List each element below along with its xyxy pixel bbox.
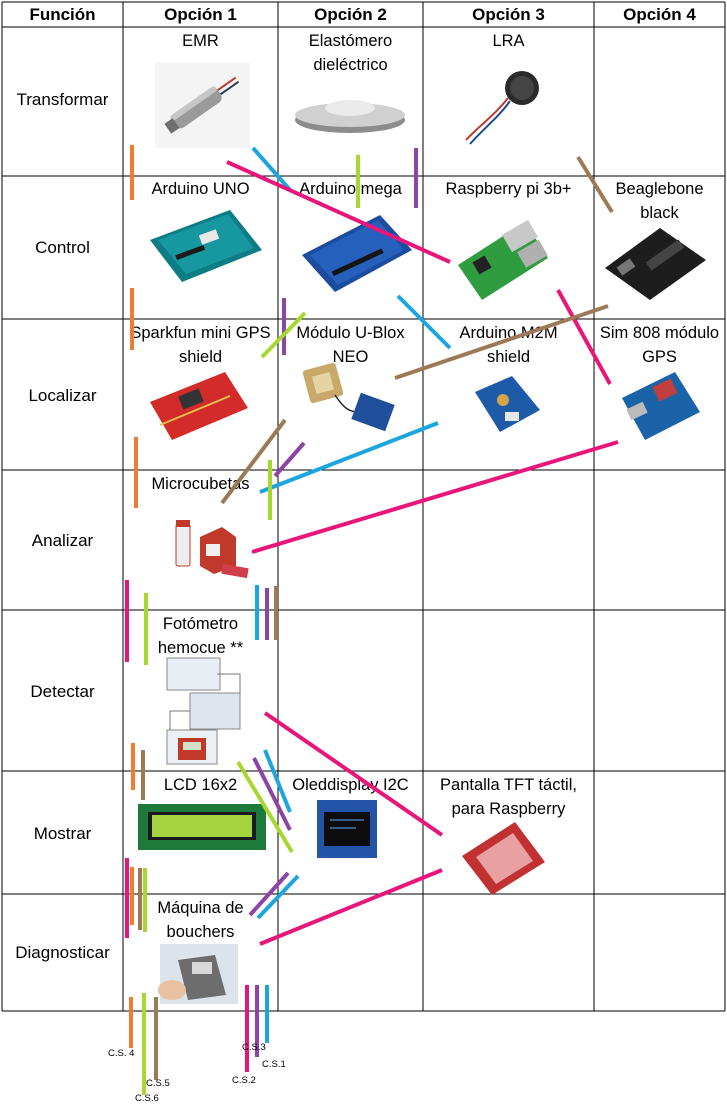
option-sparkfun-gps: Sparkfun mini GPS shield [130,324,271,366]
legend-cs3: C.S.3 [242,1042,266,1053]
elastomer-picture [295,100,405,133]
m2m-shield-picture [475,376,540,432]
cs1-line-segment [263,749,292,813]
option-arduino-uno: Arduino UNO [151,180,250,198]
sparkfun-gps-picture [150,372,248,440]
header-opcion-2: Opción 2 [314,5,387,24]
cs2-line-segment [556,289,612,385]
emr-motor-picture [155,63,250,148]
option-lcd: LCD 16x2 [163,776,238,794]
legend-cs1: C.S.1 [262,1059,286,1070]
legend-cs2: C.S.2 [232,1075,256,1086]
bouchers-machine-picture [158,944,238,1004]
cs3-line-segment [273,441,306,478]
option-sim808: Sim 808 módulo GPS [599,324,720,366]
cs2-line-segment [226,160,451,264]
lcd-16x2-picture [138,804,266,850]
raspberry-pi-picture [458,219,548,300]
option-fotometro: Fotómetro hemocue ** [157,615,244,657]
cs2-line-segment [263,711,444,837]
option-microcubetas: Microcubetas [151,475,250,493]
option-m2m-shield: Arduino M2M shield [459,324,558,366]
option-tft: Pantalla TFT táctil, para Raspberry [440,776,577,818]
cs3-line-segment [248,871,290,917]
header-opcion-4: Opción 4 [623,5,696,24]
header-opcion-3: Opción 3 [472,5,545,24]
cs1-line-segment [396,294,452,350]
cs5-line-segment [394,304,609,380]
option-raspberry-pi: Raspberry pi 3b+ [445,180,572,198]
cs1-line-segment [256,874,300,920]
legend-cs4: C.S. 4 [108,1048,135,1059]
option-emr: EMR [182,32,219,50]
arduino-uno-picture [150,210,262,282]
header-opcion-1: Opción 1 [164,5,237,24]
cs5-line-segment [576,155,614,214]
hemocue-photometer-picture [166,657,241,765]
option-beaglebone: Beaglebone black [615,180,704,222]
function-analizar: Analizar [31,531,94,550]
microcubetas-picture [175,520,249,579]
lra-motor-picture [465,71,539,145]
function-detectar: Detectar [30,682,95,701]
cs6-line-segment [236,760,294,854]
function-localizar: Localizar [28,386,97,405]
beaglebone-picture [605,228,706,300]
cs2-line-segment [259,868,443,946]
function-transformar: Transformar [16,90,109,109]
function-diagnosticar: Diagnosticar [15,943,110,962]
cs1-line-segment [251,146,292,192]
cs1-line-segment [259,421,439,494]
sim808-picture [622,372,700,440]
function-mostrar: Mostrar [33,824,92,843]
legend-cs6: C.S.6 [135,1093,159,1104]
option-lra: LRA [492,32,525,50]
cs6-line-segment [260,311,307,359]
oled-display-picture [317,800,377,858]
option-ublox-neo: Módulo U-Blox NEO [296,324,405,366]
option-elastomero: Elastómero dieléctrico [308,32,393,74]
cs3-line-segment [252,757,292,831]
cs5-line-segment [220,418,287,505]
tft-display-picture [462,822,545,895]
option-arduino-mega: Arduino mega [299,180,402,198]
ublox-neo-picture [302,362,395,432]
cs2-line-segment [251,440,619,554]
legend-cs5: C.S.5 [146,1078,170,1089]
function-control: Control [35,238,90,257]
header-funcion: Función [29,5,96,24]
option-bouchers: Máquina de bouchers [157,899,244,941]
option-oled: Oleddisplay I2C [292,776,409,794]
